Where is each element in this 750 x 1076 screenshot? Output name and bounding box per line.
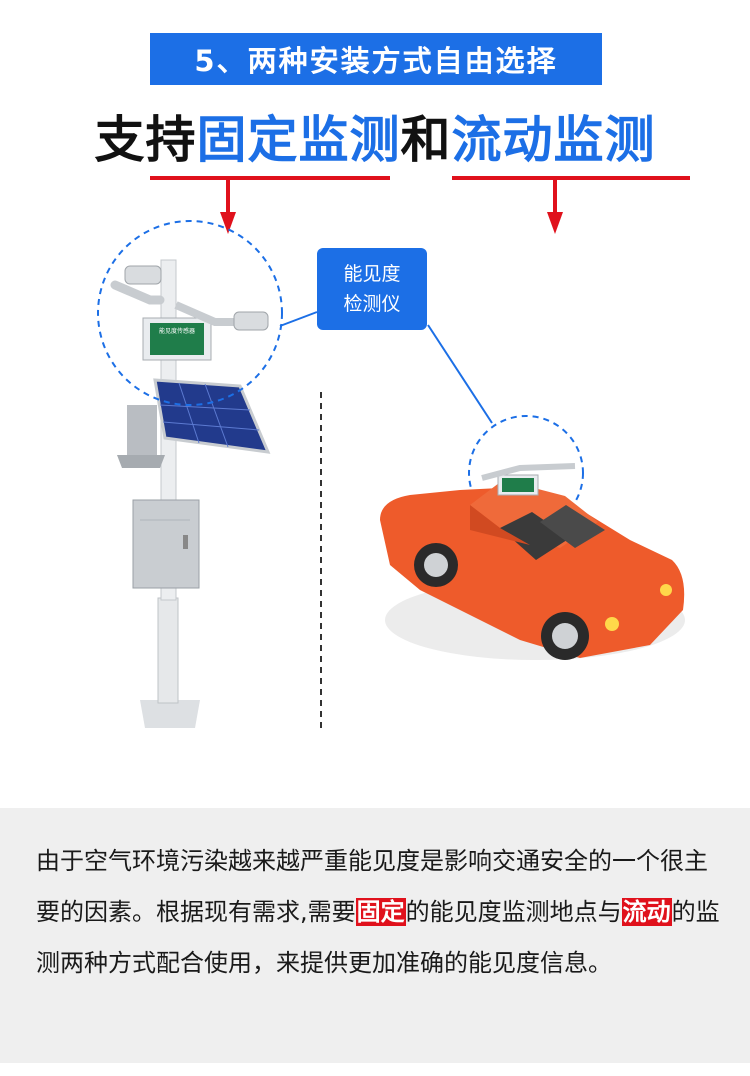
fixed-arrow-icon: [220, 178, 236, 234]
section-badge: 5、两种安装方式自由选择: [150, 33, 602, 85]
description-panel: 由于空气环境污染越来越严重能见度是影响交通安全的一个很主要的因素。根据现有需求,…: [0, 808, 750, 1063]
illustration: 能见度传感器: [97, 178, 685, 728]
headline-part1: 支持: [94, 111, 197, 169]
car-illustration: [380, 463, 685, 660]
sensor-callout: 能见度 检测仪: [317, 248, 427, 330]
highlight-mobile: 流动: [621, 898, 672, 926]
highlight-fixed: 固定: [355, 898, 406, 926]
headline-fixed: 固定监测: [196, 111, 401, 169]
mobile-underline: [452, 176, 690, 180]
fixed-underline: [150, 176, 390, 180]
mobile-arrow-icon: [547, 178, 563, 234]
headline-connector: 和: [400, 111, 452, 169]
desc-seg3: 的监测两种方式配合使用，来提供更加准确的能见度信息。: [36, 898, 720, 977]
callout-connector-right: [427, 324, 493, 424]
callout-line2: 检测仪: [343, 293, 401, 315]
headline: 支持固定监测和流动监测: [0, 100, 750, 172]
headline-mobile: 流动监测: [451, 111, 656, 169]
description-text: 由于空气环境污染越来越严重能见度是影响交通安全的一个很主要的因素。根据现有需求,…: [36, 836, 726, 989]
fixed-sensor-highlight: [97, 220, 283, 406]
callout-line1: 能见度: [343, 263, 401, 285]
device-label: 能见度传感器: [159, 327, 195, 335]
desc-seg1: 由于空气环境污染越来越严重能见度是影响交通安全的一个很主要的因素。根据现有需求,…: [36, 847, 708, 926]
callout-connector-left: [279, 311, 318, 327]
desc-seg2: 的能见度监测地点与: [405, 898, 622, 926]
weather-station-pole: [110, 259, 271, 728]
